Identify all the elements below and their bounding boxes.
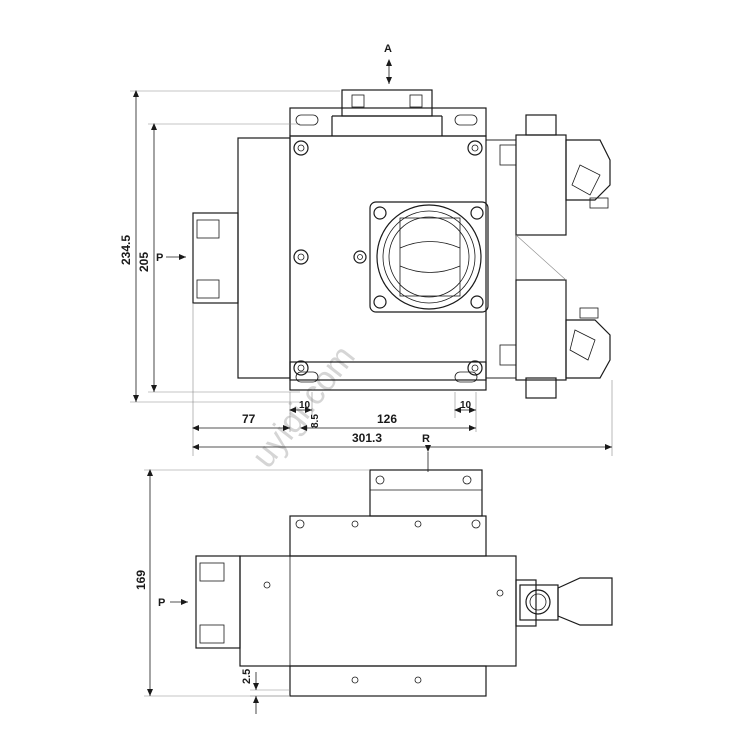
- side-plate: [289, 515, 487, 557]
- dim-77: 77: [242, 412, 256, 426]
- mounting-plate: [289, 107, 487, 391]
- center-port-flange: [369, 201, 489, 313]
- dim-horizontal-group: 10 10 77 126 8.5 301.3 R: [192, 303, 613, 472]
- dim-169: 169: [134, 469, 370, 697]
- dim-126: 126: [377, 412, 397, 426]
- dim-205: 205: [137, 252, 151, 272]
- dim-10-right: 10: [460, 400, 472, 411]
- side-body: [239, 555, 537, 697]
- dim-body-height: 205: [137, 123, 300, 393]
- dim-2-5: 2.5: [241, 669, 290, 714]
- dim-169-value: 169: [134, 570, 148, 590]
- port-a-block: [331, 89, 443, 136]
- port-p-block: P: [156, 212, 239, 304]
- dim-10-left: 10: [299, 400, 311, 411]
- port-a-label: A: [384, 43, 392, 55]
- solenoid-lower: [499, 279, 611, 399]
- solenoid-upper: [499, 114, 611, 236]
- dim-234-5: 234.5: [119, 235, 133, 265]
- dim-overall-height: 234.5: [119, 90, 340, 403]
- top-view: A: [119, 43, 613, 472]
- side-top-block: [369, 469, 483, 517]
- side-view: P 169 2.5: [134, 469, 613, 714]
- valve-body: [237, 135, 517, 381]
- port-a-arrow: A: [384, 43, 392, 84]
- port-p-label-top: P: [156, 252, 163, 264]
- side-port-p: P: [158, 555, 241, 649]
- port-r-label: R: [422, 433, 430, 445]
- side-right-fitting: [519, 577, 613, 626]
- dim-301-3: 301.3: [352, 431, 382, 445]
- port-p-label-side: P: [158, 597, 165, 609]
- dim-2-5-value: 2.5: [241, 669, 253, 684]
- dim-8-5: 8.5: [310, 414, 321, 428]
